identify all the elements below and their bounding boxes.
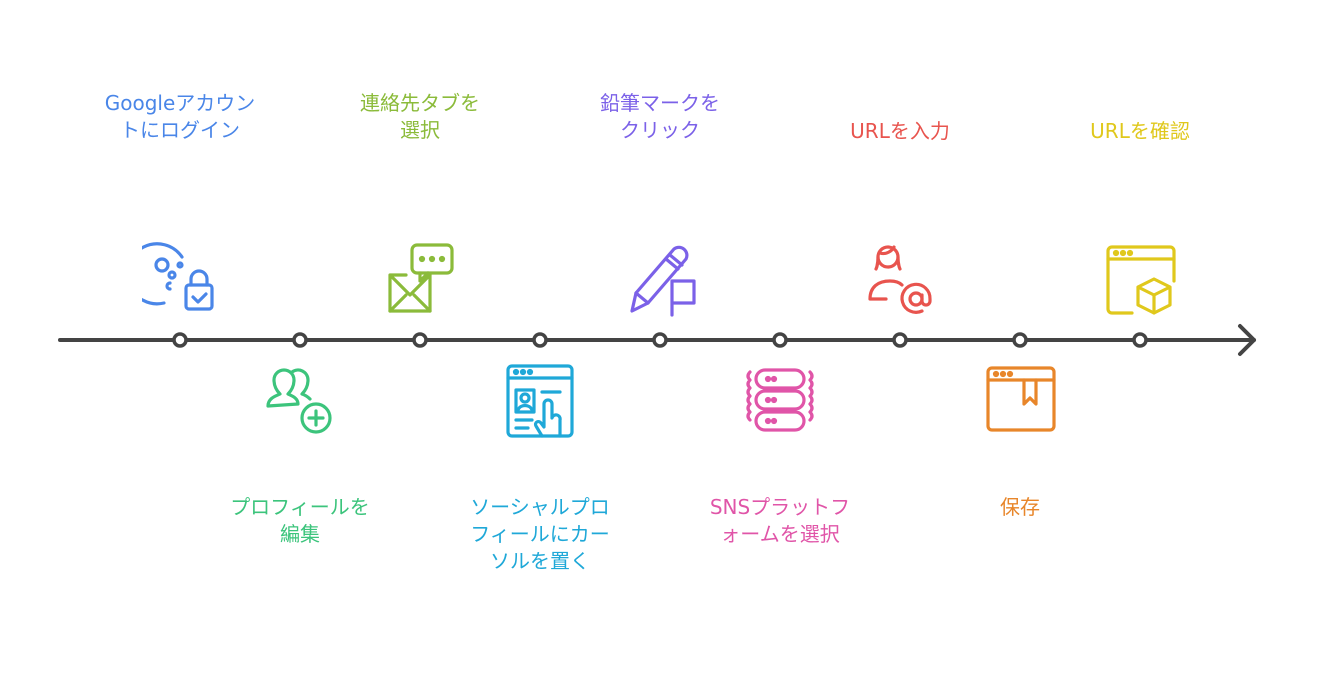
timeline-node [652,332,668,348]
step-label-line: Googleアカウン [104,91,256,115]
timeline-node [892,332,908,348]
step-label-line: URLを確認 [1090,119,1190,143]
timeline-node [532,332,548,348]
step-label-line: URLを入力 [850,119,950,143]
lock-account-icon [125,241,218,317]
timeline-node [772,332,788,348]
timeline-node [1012,332,1028,348]
step-label-line: ォームを選択 [720,522,840,546]
timeline-node [172,332,188,348]
step-label-line: 鉛筆マークを [600,91,720,115]
server-icon [742,362,818,438]
step-label: 連絡先タブを選択 [320,90,520,144]
timeline-node [1132,332,1148,348]
step-label-line: SNSプラットフ [709,495,851,519]
step-label-line: クリック [620,118,700,142]
step-label-line: 選択 [400,118,440,142]
step-label: URLを確認 [1040,118,1240,145]
step-label: 鉛筆マークをクリック [560,90,760,144]
pencil-flag-icon [622,241,698,317]
step-label-line: ソーシャルプロ [470,495,610,519]
step-label: Googleアカウントにログイン [80,90,280,144]
step-label-line: トにログイン [120,118,240,142]
step-label: 保存 [920,494,1120,521]
step-label-line: 編集 [280,522,320,546]
browser-cube-icon [1102,241,1178,317]
timeline-node [292,332,308,348]
user-at-icon [862,241,938,317]
timeline-node [412,332,428,348]
browser-bookmark-icon [982,362,1058,438]
step-label: SNSプラットフォームを選択 [680,494,880,548]
mail-chat-icon [382,241,458,317]
step-label-line: 保存 [1000,495,1040,519]
step-label: プロフィールを編集 [200,494,400,548]
step-label-line: プロフィールを [230,495,370,519]
profile-pointer-icon [502,362,578,438]
step-label: ソーシャルプロフィールにカーソルを置く [440,494,640,575]
step-label: URLを入力 [800,118,1000,145]
arrow-head-icon [1238,324,1256,356]
step-label-line: ソルを置く [490,549,590,573]
step-label-line: フィールにカー [470,522,610,546]
step-label-line: 連絡先タブを [360,91,480,115]
add-user-icon [262,362,338,438]
